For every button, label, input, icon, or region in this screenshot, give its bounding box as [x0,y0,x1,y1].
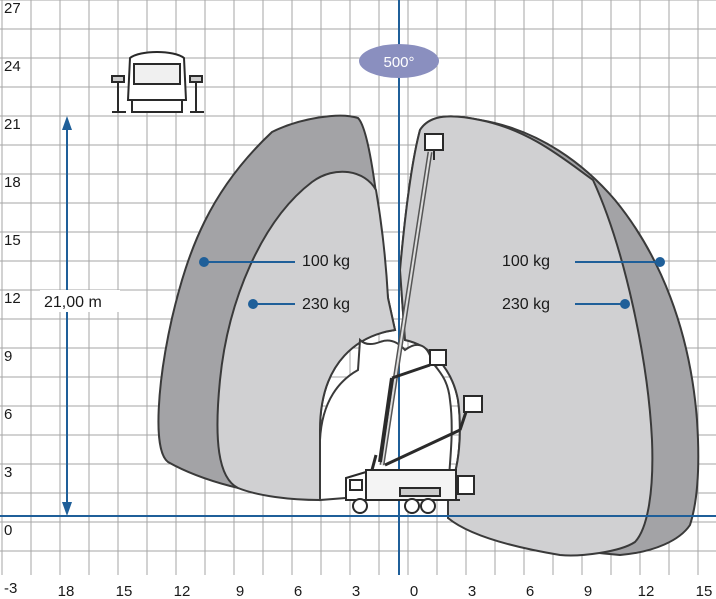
x-tick-label: 3 [352,583,360,599]
truck-front-view [111,51,204,113]
y-tick-label: 18 [4,174,21,191]
left-inner-load-label: 230 kg [302,296,350,313]
height-label-bg [40,290,120,312]
boom-raised [379,133,444,466]
y-tick-label: 9 [4,348,12,365]
y-tick-label: 21 [4,116,21,133]
y-axis-ticks: 27 24 21 18 15 12 9 6 3 0 -3 [4,0,21,597]
left-outer-marker-dot [199,257,209,267]
x-tick-label: 18 [58,583,75,599]
right-inner-load-label: 230 kg [502,296,550,313]
x-tick-label: 6 [526,583,534,599]
rotation-badge [359,44,439,78]
x-tick-label: 9 [236,583,244,599]
x-tick-label: 0 [410,583,418,599]
x-tick-label: 3 [468,583,476,599]
y-tick-label: 27 [4,0,21,17]
y-tick-label: 15 [4,232,21,249]
y-tick-label: 24 [4,58,21,75]
x-tick-label: 15 [696,583,713,599]
x-tick-label: 12 [174,583,191,599]
x-tick-label: 9 [584,583,592,599]
y-tick-label: 0 [4,522,12,539]
x-tick-label: 12 [638,583,655,599]
y-tick-label: 3 [4,464,12,481]
boom-mid [378,349,447,463]
y-tick-label: 6 [4,406,12,423]
rotation-badge-label: 500° [383,54,414,71]
height-dimension-arrow [62,116,72,516]
left-inner-marker-dot [248,299,258,309]
y-tick-label: 12 [4,290,21,307]
right-outer-load-label: 100 kg [502,253,550,270]
truck-side-view [345,454,460,514]
y-tick-label: -3 [4,580,17,597]
height-label: 21,00 m [44,294,102,311]
left-outer-load-label: 100 kg [302,253,350,270]
x-tick-label: 6 [294,583,302,599]
x-tick-label: 15 [116,583,133,599]
right-outer-marker-dot [655,257,665,267]
right-inner-marker-dot [620,299,630,309]
x-axis-ticks: 18 15 12 9 6 3 0 3 6 9 12 15 [58,583,713,599]
